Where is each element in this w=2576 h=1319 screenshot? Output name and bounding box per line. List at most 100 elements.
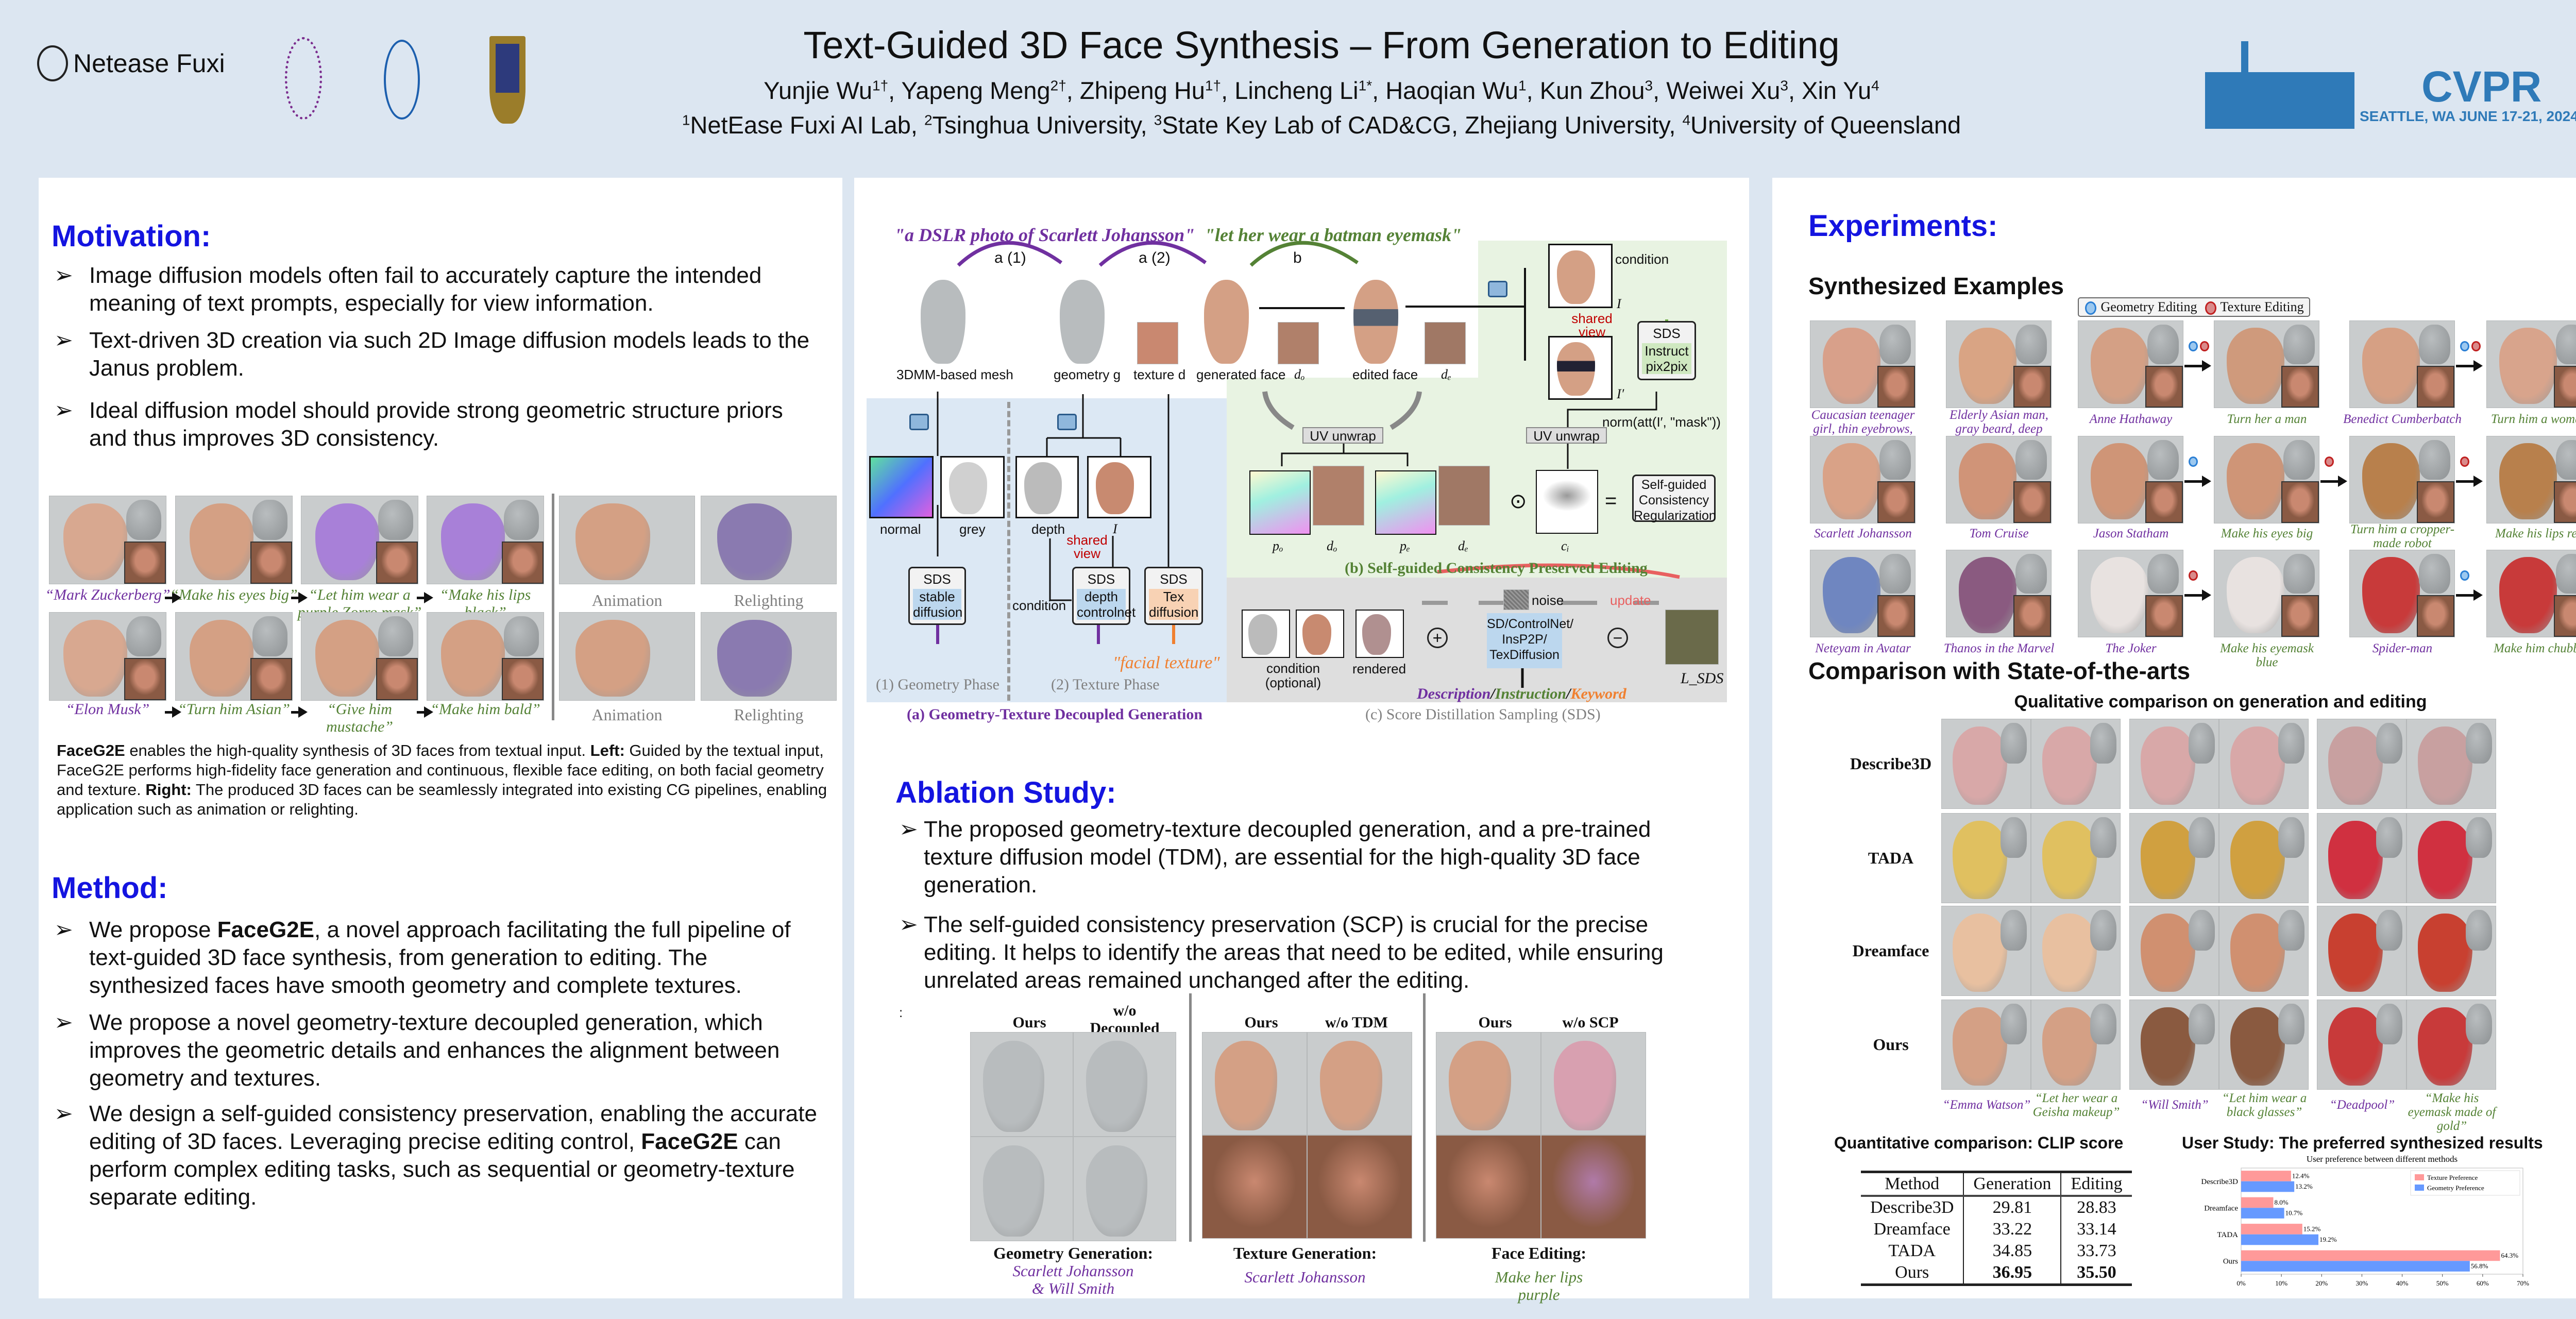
head-render: [575, 503, 650, 581]
edit-view-I-prime: [1548, 336, 1613, 400]
edit-type-legend: Geometry Editing Texture Editing: [2078, 297, 2310, 317]
uv-texture-thumbnail: [250, 658, 292, 700]
method-heading: Method:: [52, 871, 168, 905]
edited-face-render: [1345, 272, 1417, 367]
condition-face-image: [1296, 610, 1344, 658]
teaser-caption: “Elon Musk”: [65, 701, 150, 718]
teaser-render: [175, 496, 293, 584]
editing-prompt: "let her wear a batman eyemask": [1205, 225, 1462, 245]
head-render: [2362, 557, 2420, 634]
comparison-render: [2129, 813, 2219, 903]
pe-label: pₑ: [1400, 538, 1410, 553]
head-render: [2499, 443, 2557, 520]
zju-seal-logo: [384, 40, 420, 120]
de-label: dₑ: [1458, 538, 1468, 553]
ablation-group-prompt: Make her lips purple: [1495, 1268, 1583, 1304]
head-render: [1215, 1040, 1278, 1131]
model-label: Tex diffusion: [1149, 589, 1199, 620]
condition-label: condition: [1615, 251, 1669, 267]
edit-view-I: [1548, 244, 1613, 308]
method-row-label: Dreamface: [1852, 941, 1929, 960]
comparison-render: [1941, 1000, 2031, 1090]
l-sds-label: L_SDS: [1681, 670, 1724, 687]
right-arrow-icon: [2184, 589, 2211, 601]
geometry-thumbnail: [2090, 1003, 2117, 1045]
qualitative-title: Qualitative comparison on generation and…: [2014, 692, 2427, 712]
right-arrow-icon: [2184, 360, 2211, 371]
synthesized-render: [2486, 320, 2576, 408]
bar-value-label: 15.2%: [2303, 1225, 2321, 1233]
head-render: [2417, 820, 2473, 900]
camera-icon: [1488, 281, 1507, 297]
author: Yunjie Wu1†,: [764, 77, 902, 104]
comparison-render: [1941, 719, 2031, 809]
head-render: [2042, 726, 2097, 805]
netease-fuxi-logo: Netease Fuxi: [37, 45, 225, 81]
author-name: Haoqian Wu: [1385, 77, 1519, 104]
table-cell: 33.14: [2077, 1220, 2116, 1239]
comparison-render: [2317, 1000, 2406, 1090]
author-sup: 3: [1645, 77, 1653, 94]
geometry-thumbnail: [2283, 439, 2315, 480]
geometry-thumbnail: [2419, 439, 2450, 480]
geometry-thumbnail: [2556, 324, 2576, 364]
teaser-caption: “Turn him Asian”: [178, 701, 290, 718]
uv-texture-thumbnail: [2013, 595, 2051, 637]
edit-type-dots: [2459, 570, 2470, 581]
author: Weiwei Xu3,: [1666, 77, 1802, 104]
geometry-editing-dot-icon: [2189, 341, 2198, 351]
comparison-render: [2406, 906, 2496, 996]
geometry-thumbnail: [2188, 1003, 2215, 1045]
geometry-thumbnail: [2015, 553, 2047, 594]
edited-label: edited face: [1352, 367, 1418, 382]
model-label: stable diffusion: [913, 589, 963, 620]
synthesized-render: [1946, 436, 2052, 523]
author: Zhipeng Hu1†,: [1079, 77, 1235, 104]
camera-icon: [909, 414, 929, 430]
uv-texture-thumbnail: [2145, 366, 2183, 408]
x-tick-label: 20%: [2315, 1279, 2328, 1287]
head-render: [2140, 913, 2196, 992]
mesh-label: 3DMM-based mesh: [896, 367, 1013, 382]
desc-bold: Right:: [145, 781, 192, 799]
head-render: [1554, 1040, 1617, 1131]
affiliation: 4University of Queensland: [1682, 111, 1961, 139]
uv-texture-thumbnail: [1877, 366, 1915, 408]
uv-texture: [1541, 1135, 1646, 1239]
uv-texture-thumbnail: [2553, 595, 2576, 637]
head-render: [1952, 820, 2008, 900]
affiliation: 2Tsinghua University,: [924, 111, 1154, 139]
experiments-heading: Experiments:: [1808, 209, 1998, 243]
synthesized-render: [2349, 550, 2455, 637]
condition-optional-label: condition (optional): [1265, 661, 1321, 690]
author-sup: 1†: [872, 77, 889, 94]
application-label: Relighting: [734, 591, 804, 610]
texture-editing-dot-icon: [2460, 456, 2469, 467]
head-render: [2042, 913, 2097, 992]
head-render: [2227, 328, 2284, 404]
head-render: [982, 1041, 1044, 1132]
comparison-render: [2406, 813, 2496, 903]
desc-text: The produced 3D faces can be seamlessly …: [57, 781, 827, 818]
do-label: dₒ: [1327, 538, 1337, 553]
comparison-render: [2129, 1000, 2219, 1090]
de-label: dₑ: [1441, 367, 1451, 382]
bar-value-label: 19.2%: [2319, 1236, 2337, 1243]
synthesized-caption: Turn him a cropper-made robot: [2350, 522, 2455, 550]
texture-editing-dot-icon: [2189, 570, 2198, 581]
geometry-thumbnail: [2000, 909, 2027, 951]
I-label: I: [1617, 296, 1621, 311]
uv-texture-thumbnail: [2553, 366, 2576, 408]
shared-view-label: shared view: [1066, 532, 1108, 561]
affiliation-name: University of Queensland: [1690, 111, 1961, 139]
right-arrow-icon: [2456, 476, 2483, 487]
texture-render: [1541, 1032, 1646, 1135]
head-render: [1952, 913, 2008, 992]
normal-map: [869, 456, 934, 518]
netease-fuxi-text: Netease Fuxi: [73, 49, 225, 78]
condition-depth-image: [1242, 610, 1290, 658]
geometry-thumbnail: [504, 616, 539, 656]
head-render: [2362, 328, 2420, 404]
edit-type-dots: [2188, 570, 2199, 581]
